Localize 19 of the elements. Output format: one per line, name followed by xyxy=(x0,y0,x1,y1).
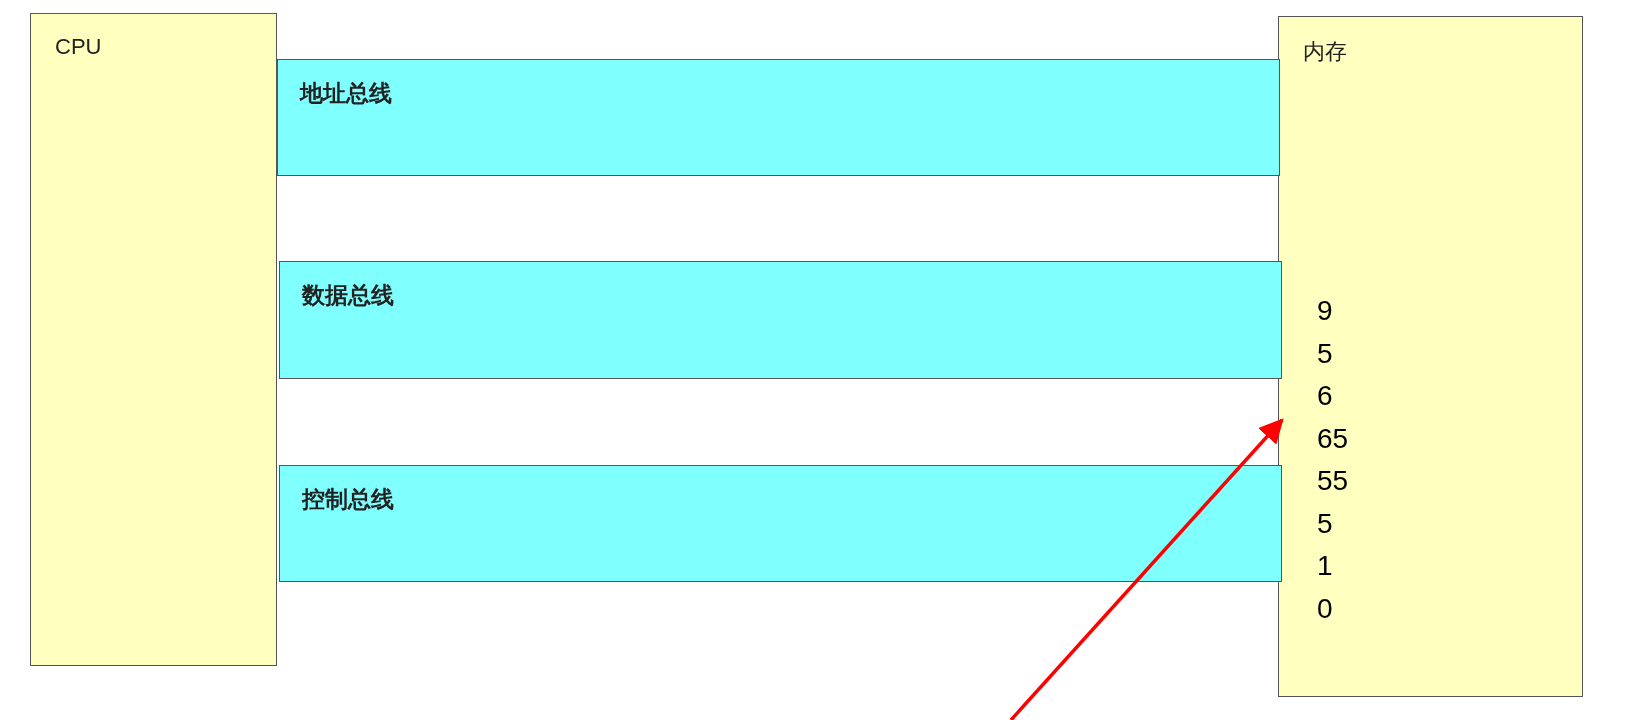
bus-label: 数据总线 xyxy=(302,281,394,310)
memory-value: 5 xyxy=(1317,337,1333,370)
memory-value: 9 xyxy=(1317,295,1333,327)
memory-value: 6 xyxy=(1317,380,1333,412)
bus-label: 地址总线 xyxy=(300,79,392,108)
memory-value: 1 xyxy=(1317,550,1333,582)
memory-value: 5 xyxy=(1317,507,1333,540)
unit-label: 内存 xyxy=(1303,38,1347,66)
bus-label: 控制总线 xyxy=(302,485,394,514)
memory-value: 0 xyxy=(1317,592,1333,625)
unit-label: CPU xyxy=(55,34,102,60)
bus-band xyxy=(277,59,1280,176)
bus-band xyxy=(279,465,1282,582)
bus-band xyxy=(279,261,1282,379)
arrow xyxy=(1009,418,1284,720)
cpu-box xyxy=(30,13,277,666)
memory-box xyxy=(1278,16,1583,697)
memory-value: 55 xyxy=(1317,465,1349,497)
memory-value: 65 xyxy=(1317,422,1349,455)
